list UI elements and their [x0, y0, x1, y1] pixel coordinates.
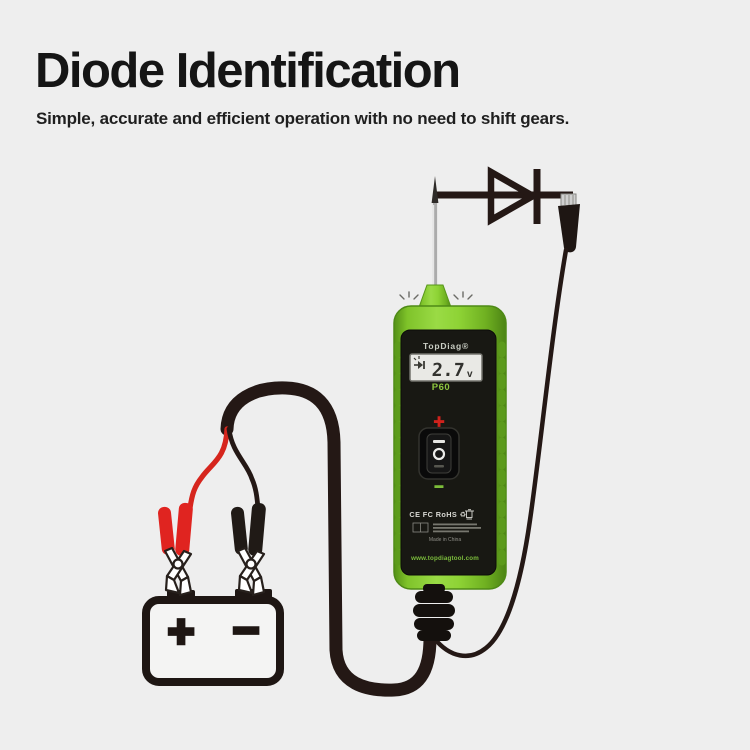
switch-rocker: [426, 433, 452, 474]
certification-label: CE FC RoHS ♻: [409, 510, 466, 519]
strain-relief: [413, 584, 455, 641]
negative-lead-wire: [226, 426, 261, 511]
battery: [142, 596, 284, 686]
polarity-plus-label: +: [433, 412, 444, 433]
page-title: Diode Identification: [35, 44, 461, 98]
sparkle-icon-left: [399, 291, 419, 300]
website-label: www.topdiagtool.com: [410, 555, 479, 562]
power-switch: [418, 427, 460, 480]
red-alligator-clip: [156, 501, 195, 597]
negative-clip-on-diode: [558, 193, 580, 253]
sparkle-icon-right: [453, 291, 473, 300]
spec-text-lines: [433, 523, 481, 533]
made-in-label: Made in China: [429, 537, 461, 543]
positive-lead-wire: [187, 426, 230, 511]
header: Diode Identification Simple, accurate an…: [35, 44, 725, 129]
lcd-diode-icon: [413, 356, 425, 369]
page-subtitle: Simple, accurate and efficient operation…: [36, 109, 570, 129]
polarity-minus-label: −: [434, 479, 443, 496]
black-alligator-clip: [229, 501, 268, 597]
weee-bin-icon: [465, 509, 474, 520]
lcd-value: 2.7: [431, 360, 465, 381]
probe-needle: [431, 176, 439, 296]
diode-symbol: [487, 166, 540, 226]
negative-test-lead-wire: [431, 247, 569, 659]
model-label: P60: [432, 382, 450, 393]
battery-positive-symbol: +: [168, 605, 195, 657]
probe-needle-tip: [431, 176, 439, 203]
brand-label: TopDiag®: [423, 341, 469, 351]
main-cable: [220, 381, 437, 697]
lcd-display: [409, 353, 483, 382]
spec-label-block: Made in China: [412, 522, 481, 543]
battery-negative-symbol: −: [233, 604, 260, 656]
lcd-unit: v: [467, 369, 473, 380]
